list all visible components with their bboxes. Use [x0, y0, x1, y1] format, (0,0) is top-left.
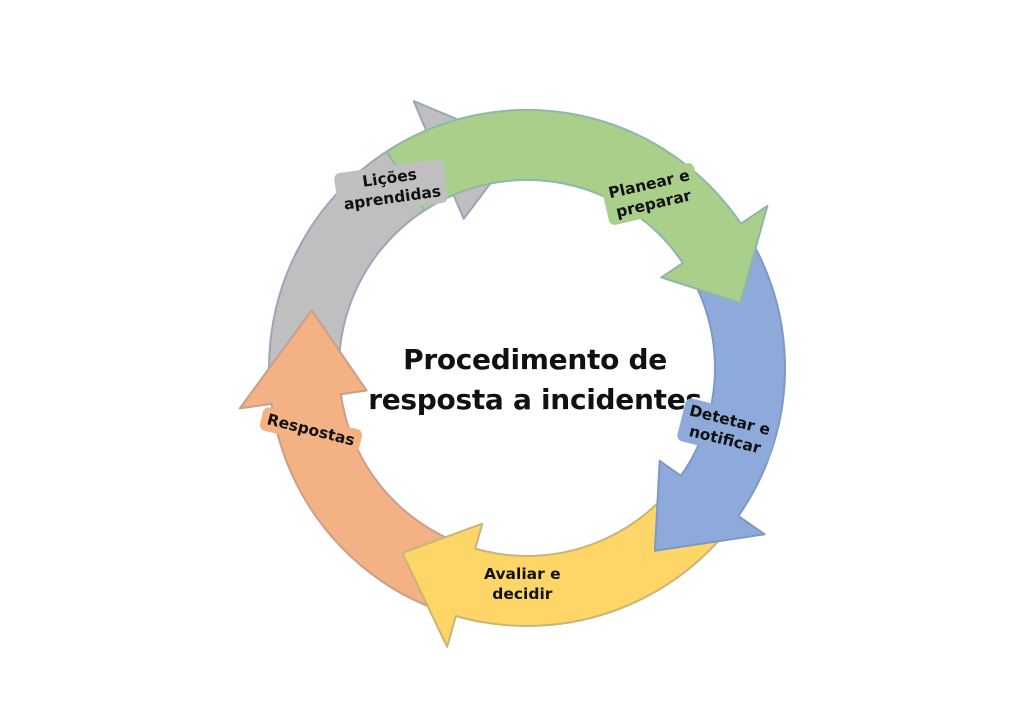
- stage-label-line: Avaliar e: [484, 565, 561, 583]
- stage-label-line: decidir: [492, 585, 553, 603]
- cycle-arrow-2: [653, 204, 786, 552]
- diagram-title: Procedimento de resposta a incidentes: [360, 340, 710, 420]
- diagram-title-line-1: Procedimento de: [403, 343, 667, 376]
- cycle-arrow-1: [385, 108, 769, 304]
- stage-label-avaliar-decidir: Avaliar e decidir: [478, 562, 567, 606]
- diagram-title-line-2: resposta a incidentes: [368, 383, 702, 416]
